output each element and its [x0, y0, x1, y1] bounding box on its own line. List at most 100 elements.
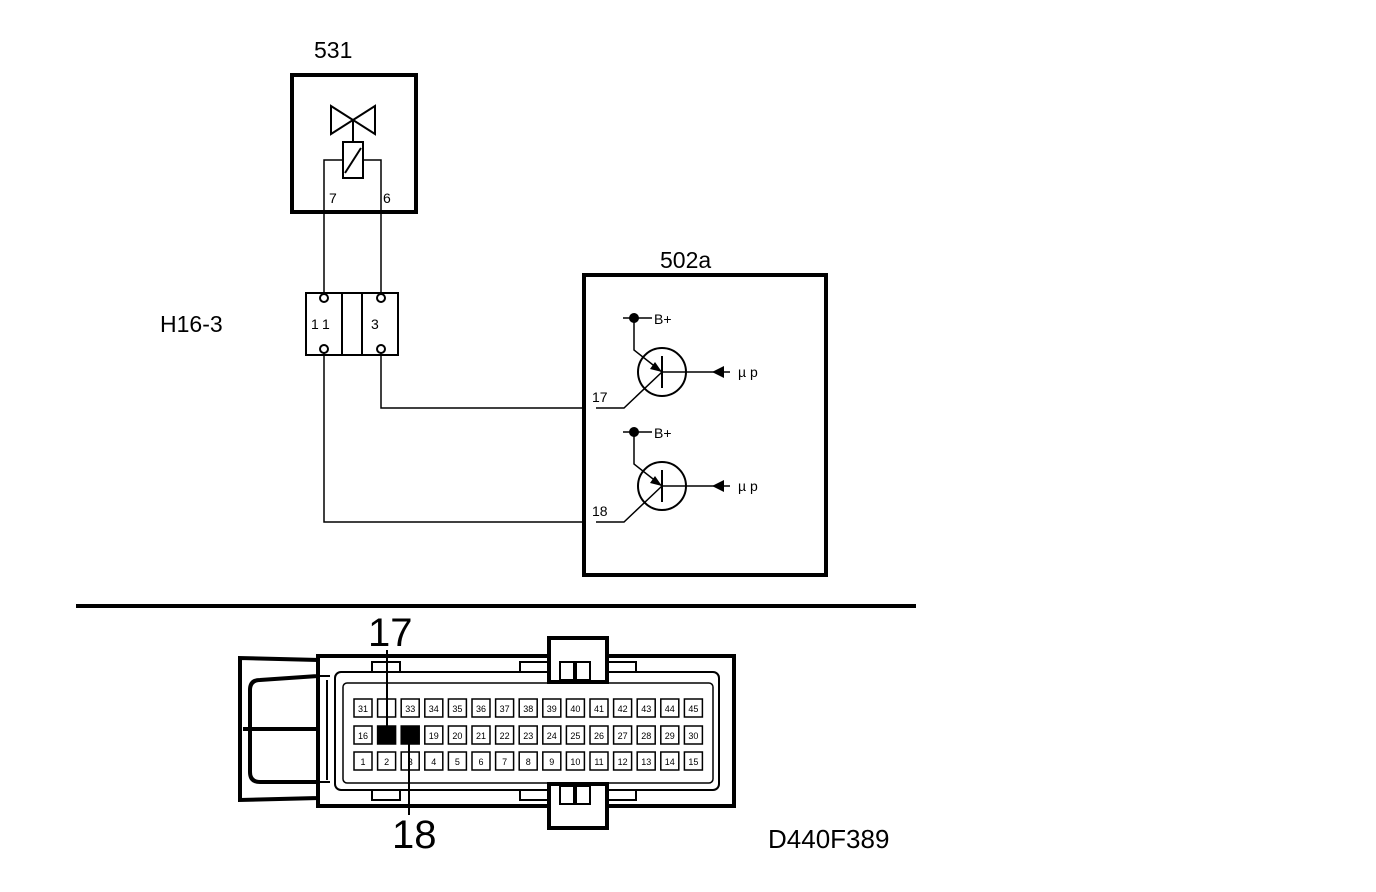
- connector-pin-label: 3: [371, 316, 379, 332]
- valve-box: [290, 73, 418, 214]
- callout-pin-17: 17: [368, 611, 413, 655]
- pin-cavity-label: 25: [570, 731, 580, 741]
- supply-label: B+: [654, 425, 672, 441]
- pin-cavity: 31: [353, 698, 373, 718]
- pin-cavity-label: 8: [526, 757, 531, 767]
- pin-cavity: 2: [376, 751, 397, 771]
- pin-cavity: 36: [471, 698, 491, 718]
- pin-cavity: 21: [471, 725, 491, 745]
- pin-cavity-label: 21: [476, 731, 486, 741]
- supply-label: B+: [654, 311, 672, 327]
- pin-cavity-label: 38: [523, 704, 533, 714]
- ecu-id-label: 502a: [660, 247, 711, 273]
- pin-cavity: 39: [542, 698, 562, 718]
- pin-cavity-label: 40: [570, 704, 580, 714]
- pin-cavity: 4: [424, 751, 444, 771]
- connector-terminal: [376, 344, 386, 354]
- pin-cavity-label: 7: [502, 757, 507, 767]
- connector-terminal: [319, 293, 329, 303]
- pin-cavity: 7: [494, 751, 515, 771]
- connector-pin-label: 1: [311, 316, 319, 332]
- pin-cavity-label: 9: [549, 757, 554, 767]
- pin-cavity: 34: [424, 698, 444, 718]
- pin-cavity-label: 44: [665, 704, 675, 714]
- pin-cavity-label: 36: [476, 704, 486, 714]
- pin-cavity: 10: [565, 751, 586, 771]
- pin-cavity: 42: [612, 698, 633, 718]
- pin-cavity: 38: [518, 698, 538, 718]
- pin-cavity: 8: [518, 751, 538, 771]
- pin-cavity-label: 22: [500, 731, 510, 741]
- pin-cavity-label: 33: [405, 704, 415, 714]
- pin-cavity-label: 15: [688, 757, 698, 767]
- pin-cavity-label: 13: [641, 757, 651, 767]
- connector-box: [305, 292, 399, 356]
- pin-cavity-label: 24: [547, 731, 557, 741]
- pin-cavity-label: 26: [594, 731, 604, 741]
- pin-cavity: 5: [447, 751, 468, 771]
- pin-cavity: 43: [636, 698, 656, 718]
- pin-cavity-label: 4: [431, 757, 436, 767]
- pin-cavity-label: 30: [688, 731, 698, 741]
- wire-connector-to-ecu-18: [323, 353, 584, 523]
- pin-cavity: 44: [660, 698, 680, 718]
- pin-cavity: 3: [400, 751, 420, 771]
- valve-icon: [330, 104, 376, 142]
- connector-id-label: H16-3: [160, 311, 223, 337]
- pin-cavity: 27: [612, 725, 633, 745]
- pin-cavity-label: 2: [384, 757, 389, 767]
- microprocessor-input-label: µ p: [738, 478, 758, 494]
- pin-cavity: 22: [494, 725, 515, 745]
- ecu-502a: 502a B+ µ p 17 B+: [582, 247, 828, 577]
- pin-cavity: 37: [494, 698, 515, 718]
- pin-cavity: 19: [424, 725, 444, 745]
- pin-cavity-label: 45: [688, 704, 698, 714]
- wires: [323, 212, 584, 523]
- pin-cavity-label: 5: [455, 757, 460, 767]
- pin-cavity-label: 39: [547, 704, 557, 714]
- pin-cavity: 1: [353, 751, 373, 771]
- connector-terminal: [376, 293, 386, 303]
- connector-h16-3: H16-3 1 1 3: [160, 292, 399, 356]
- pin-cavity-label: 27: [618, 731, 628, 741]
- pin-cavity-label: 3: [408, 757, 413, 767]
- pin-cavity: 41: [589, 698, 609, 718]
- pin-cavity-label: 6: [478, 757, 483, 767]
- pin-cavity-label: 37: [500, 704, 510, 714]
- pin-cavity: 24: [542, 725, 562, 745]
- pin-cavity-label: 11: [594, 757, 603, 767]
- pin-cavity-label: 31: [358, 704, 368, 714]
- connector-latch: [547, 782, 609, 830]
- pin-cavity-label: 16: [358, 731, 368, 741]
- valve-531: 531 7 6: [290, 37, 418, 214]
- pin-cavity-label: 34: [429, 704, 439, 714]
- pin-cavity: 11: [589, 751, 609, 771]
- pin-cavity-label: 14: [665, 757, 675, 767]
- transistor-icon: [596, 427, 730, 523]
- connector-terminal: [319, 344, 329, 354]
- valve-pin-6: 6: [383, 190, 391, 206]
- pin-cavity: 12: [612, 751, 633, 771]
- valve-id-label: 531: [314, 37, 352, 63]
- pin-cavity: 14: [660, 751, 680, 771]
- pin-cavity-label: 41: [594, 704, 604, 714]
- figure-code: D440F389: [768, 824, 889, 854]
- pin-cavity-label: 35: [452, 704, 462, 714]
- connector-pin-label: 1: [322, 316, 330, 332]
- pin-cavity: 33: [400, 698, 420, 718]
- valve-pin-7: 7: [329, 190, 337, 206]
- wire-connector-to-ecu-17: [380, 353, 584, 409]
- microprocessor-input-label: µ p: [738, 364, 758, 380]
- transistor-icon: [596, 313, 730, 409]
- pin-cavity: 30: [683, 725, 704, 745]
- pin-cavity: 28: [636, 725, 656, 745]
- pin-cavity-label: 29: [665, 731, 675, 741]
- pin-cavity: 23: [518, 725, 538, 745]
- solenoid-coil-icon: [342, 141, 364, 179]
- ecu-pin-label: 18: [592, 503, 608, 519]
- pin-cavity-label: 20: [452, 731, 462, 741]
- pin-cavity-label: 43: [641, 704, 651, 714]
